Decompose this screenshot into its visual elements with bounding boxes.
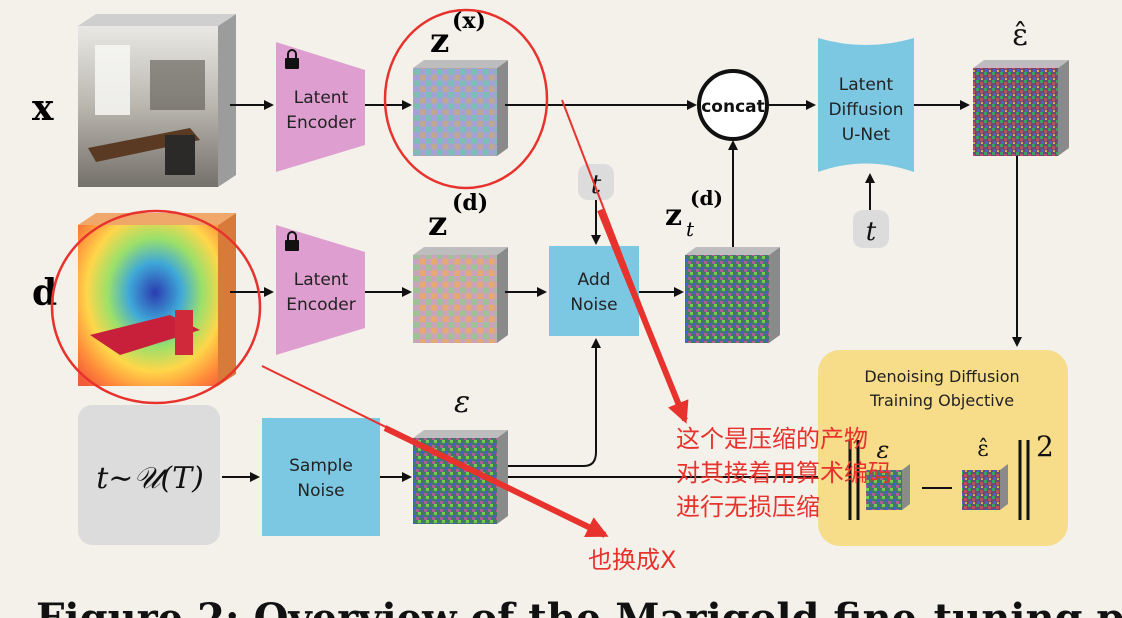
zd-superscript: (d) bbox=[452, 190, 488, 216]
eps-hat-label: ε̂ bbox=[1012, 18, 1028, 53]
latent-zx-cube bbox=[413, 60, 508, 156]
objective-eps-hat: ε̂ bbox=[977, 437, 988, 462]
svg-text:t∼𝒰(T): t∼𝒰(T) bbox=[96, 461, 204, 496]
svg-text:Add: Add bbox=[578, 270, 611, 290]
circle-depth bbox=[50, 209, 262, 405]
timestep-sampling-box: t∼𝒰(T) bbox=[78, 405, 220, 545]
concat-node: concat bbox=[697, 69, 769, 141]
eps-label: ε bbox=[454, 385, 470, 420]
sample-noise-box: Sample Noise bbox=[262, 418, 380, 536]
objective-exponent: 2 bbox=[1036, 430, 1054, 463]
x-symbol: x bbox=[32, 87, 54, 129]
sampled-noise-cube bbox=[413, 430, 508, 524]
red-annotation-layer: 这个是压缩的产物 对其接着用算术编码 进行无损压缩 也换成X bbox=[50, 8, 892, 574]
latent-encoder-bottom: Latent Encoder bbox=[276, 225, 365, 355]
arrow-zx-thick bbox=[597, 208, 689, 424]
zd-label: z bbox=[428, 204, 447, 244]
objective-eps: ε bbox=[877, 436, 890, 464]
svg-text:Encoder: Encoder bbox=[286, 113, 356, 133]
svg-text:Latent: Latent bbox=[839, 75, 894, 95]
circle-zx bbox=[383, 8, 549, 190]
latent-diffusion-unet: Latent Diffusion U-Net bbox=[818, 38, 914, 172]
rgb-image-x bbox=[78, 14, 236, 187]
svg-text:Diffusion: Diffusion bbox=[828, 100, 903, 120]
time-t-unet: t bbox=[853, 210, 889, 248]
lock-icon bbox=[285, 49, 299, 69]
svg-text:t: t bbox=[866, 217, 877, 247]
svg-text:t: t bbox=[591, 170, 602, 200]
annotation-line-2: 对其接着用算术编码 bbox=[676, 459, 892, 487]
depth-image-d bbox=[78, 213, 236, 386]
arrow-depth-thick bbox=[383, 425, 609, 538]
ztd-superscript: (d) bbox=[690, 186, 723, 210]
svg-text:U-Net: U-Net bbox=[842, 125, 891, 145]
svg-text:Noise: Noise bbox=[570, 295, 617, 315]
zx-label: z bbox=[430, 21, 449, 61]
svg-text:Sample: Sample bbox=[289, 456, 353, 476]
svg-text:Denoising Diffusion: Denoising Diffusion bbox=[864, 367, 1019, 386]
time-t-addnoise: t bbox=[578, 164, 614, 200]
figure-caption: Figure 2: Overview of the Marigold fine-… bbox=[36, 595, 1122, 618]
latent-zd-cube bbox=[413, 247, 508, 343]
noisy-latent-ztd-cube bbox=[685, 247, 780, 343]
annotation-line-4: 也换成X bbox=[588, 546, 676, 574]
annotation-line-3: 进行无损压缩 bbox=[676, 493, 820, 521]
latent-encoder-top: Latent Encoder bbox=[276, 42, 365, 172]
svg-text:concat: concat bbox=[701, 97, 765, 117]
ztd-label: z bbox=[665, 198, 682, 233]
svg-text:Encoder: Encoder bbox=[286, 295, 356, 315]
svg-text:Training Objective: Training Objective bbox=[869, 391, 1014, 410]
lock-icon bbox=[285, 231, 299, 251]
svg-text:Latent: Latent bbox=[294, 270, 349, 290]
svg-text:Latent: Latent bbox=[294, 88, 349, 108]
svg-text:Noise: Noise bbox=[297, 481, 344, 501]
add-noise-box: Add Noise bbox=[549, 246, 639, 336]
ztd-subscript: t bbox=[686, 217, 695, 241]
predicted-noise-cube bbox=[973, 60, 1069, 156]
annotation-line-1: 这个是压缩的产物 bbox=[676, 425, 868, 453]
training-objective-box: Denoising Diffusion Training Objective ε… bbox=[818, 350, 1068, 546]
